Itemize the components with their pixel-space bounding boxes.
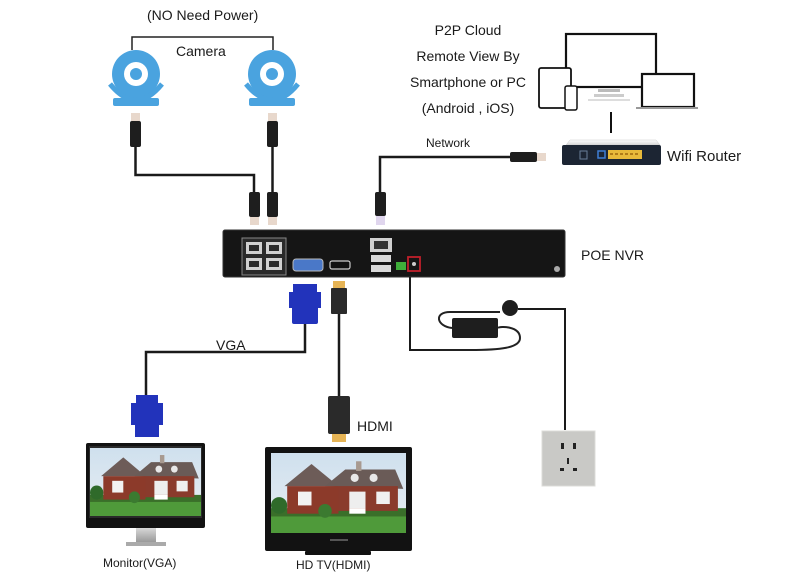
router-label: Wifi Router [667,148,742,165]
camera-right-cable [267,113,278,225]
monitor-label: Monitor(VGA) [103,556,177,570]
cloud-line-3: Smartphone or PC [410,74,526,90]
cloud-line-1: P2P Cloud [434,22,502,38]
router-icon [562,139,661,165]
vga-cable [131,284,321,437]
devices-icon [538,32,698,111]
dc-power-cable [409,277,440,351]
cloud-line-2: Remote View By [416,48,520,64]
vga-cable-label: VGA [216,337,246,353]
camera-right-icon [244,50,300,106]
cloud-text-block: P2P Cloud Remote View By Smartphone or P… [398,17,538,121]
tv-icon [265,447,412,555]
camera-left-icon [108,50,164,106]
camera-bracket [131,36,274,50]
hdmi-cable-label: HDMI [357,418,393,434]
network-cable [375,152,546,225]
camera-left-cable [130,113,260,225]
monitor-icon [86,443,205,546]
network-cable-label: Network [426,136,471,150]
camera-label: Camera [176,43,226,59]
power-adapter-icon [438,300,566,430]
hdmi-cable [328,281,350,442]
nvr-box-icon [222,229,566,278]
wall-outlet-icon [541,430,596,487]
nvr-label: POE NVR [581,247,645,263]
cloud-line-4: (Android , iOS) [421,100,515,116]
power-note-label: (NO Need Power) [147,7,259,23]
tv-label: HD TV(HDMI) [296,558,371,572]
